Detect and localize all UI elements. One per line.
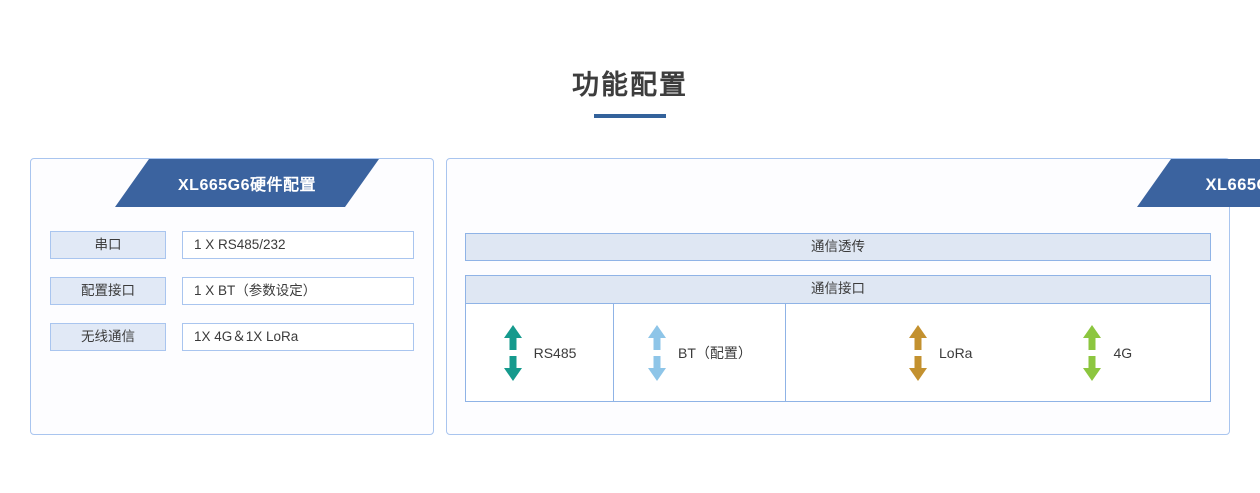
list-item: LoRa	[908, 324, 973, 381]
hardware-config-panel: XL665G6硬件配置 串口 1 X RS485/232 配置接口 1 X BT…	[30, 158, 434, 435]
table-row: 配置接口 1 X BT（参数设定）	[50, 277, 414, 305]
interface-label-bt: BT（配置）	[678, 344, 752, 361]
hardware-config-banner: XL665G6硬件配置	[115, 159, 379, 207]
spec-value-wireless: 1X 4G＆1X LoRa	[182, 323, 414, 351]
spec-value-config-port: 1 X BT（参数设定）	[182, 277, 414, 305]
function-diagram-panel: XL665G6功能示意图 通信透传 通信接口 RS485	[446, 158, 1230, 435]
spec-label-wireless: 无线通信	[50, 323, 166, 351]
title-underline	[594, 114, 666, 118]
table-row: 串口 1 X RS485/232	[50, 231, 414, 259]
spec-label-config-port: 配置接口	[50, 277, 166, 305]
double-arrow-icon-4g	[1083, 324, 1102, 381]
interface-label-4g: 4G	[1113, 344, 1133, 361]
hardware-config-banner-title: XL665G6硬件配置	[178, 177, 316, 194]
page-title: 功能配置	[572, 70, 688, 100]
interface-cell-bt: BT（配置）	[614, 304, 786, 401]
double-arrow-icon-lora	[909, 324, 927, 381]
function-diagram-banner-title: XL665G6功能示意图	[1205, 176, 1257, 194]
page-header: 功能配置	[0, 68, 1260, 118]
table-row: 无线通信 1X 4G＆1X LoRa	[50, 323, 414, 351]
function-diagram-banner: XL665G6功能示意图	[1137, 159, 1260, 207]
bar-communication-passthrough: 通信透传	[465, 233, 1211, 261]
double-arrow-icon-rs485	[503, 324, 522, 381]
hardware-spec-list: 串口 1 X RS485/232 配置接口 1 X BT（参数设定） 无线通信 …	[50, 231, 414, 369]
spec-label-serial: 串口	[50, 231, 166, 259]
spec-value-serial: 1 X RS485/232	[182, 231, 414, 259]
interface-label-rs485: RS485	[533, 344, 577, 361]
interface-cell-rs485: RS485	[466, 304, 614, 401]
interface-label-lora: LoRa	[939, 344, 973, 361]
list-item: RS485	[503, 324, 577, 381]
function-diagram: 通信透传 通信接口 RS485 BT（配置）	[465, 233, 1211, 402]
list-item: 4G	[1082, 324, 1133, 381]
interface-grid: RS485 BT（配置） LoRa	[465, 303, 1211, 402]
double-arrow-icon-bt	[648, 324, 667, 381]
list-item: BT（配置）	[647, 324, 752, 381]
interface-cell-wireless: LoRa 4G	[786, 304, 1210, 401]
bar-communication-interface: 通信接口	[465, 275, 1211, 303]
